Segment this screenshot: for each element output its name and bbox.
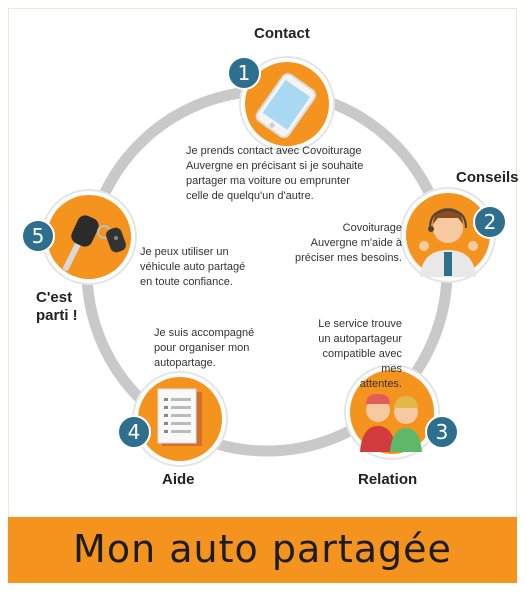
step-5-description: Je peux utiliser un véhicule auto partag… <box>140 245 245 290</box>
desc-line: pour organiser mon <box>154 342 250 354</box>
step-2-node: 2 <box>400 187 507 283</box>
document-icon <box>157 388 202 446</box>
step-2-title: Conseils <box>456 169 519 186</box>
desc-line: un autopartageur <box>318 333 402 345</box>
desc-line: véhicule auto partagé <box>140 261 246 273</box>
desc-line: partager ma voiture ou emprunter <box>186 175 350 187</box>
smartphone-icon <box>255 73 317 139</box>
desc-line: préciser mes besoins. <box>295 252 402 264</box>
people-icon <box>360 394 422 452</box>
desc-line: Je peux utiliser un <box>140 246 229 258</box>
step-1-description: Je prends contact avec Covoiturage Auver… <box>186 144 363 204</box>
desc-line: en toute confiance. <box>140 276 233 288</box>
banner-title: Mon auto partagée <box>73 527 452 571</box>
footer-banner: Mon auto partagée <box>8 517 517 583</box>
step-5-title-line: C'est <box>36 289 73 306</box>
step-2-description: Covoiturage Auvergne m'aide à préciser m… <box>282 221 402 266</box>
step-1-badge <box>227 56 261 90</box>
desc-line: celle de quelqu'un d'autre. <box>186 190 314 202</box>
step-5-title: C'est parti ! <box>36 289 78 325</box>
step-5-badge <box>21 219 55 253</box>
step-4-description: Je suis accompagné pour organiser mon au… <box>154 326 254 371</box>
desc-line: Auvergne en précisant si je souhaite <box>186 160 364 172</box>
desc-line: Je prends contact avec Covoiturage <box>186 145 362 157</box>
step-4-number: 4 <box>128 420 141 444</box>
step-2-number: 2 <box>484 210 497 234</box>
step-1-number: 1 <box>238 61 251 85</box>
desc-line: Le service trouve <box>318 318 402 330</box>
desc-line: Auvergne m'aide à <box>310 237 402 249</box>
step-5-node: 5 <box>21 189 137 285</box>
desc-line: Je suis accompagné <box>154 327 255 339</box>
step-3-badge <box>425 415 459 449</box>
step-1-title: Contact <box>254 25 310 42</box>
step-4-title: Aide <box>162 471 195 488</box>
step-4-node: 4 <box>117 371 228 467</box>
desc-line: compatible avec mes <box>322 348 403 375</box>
desc-line: attentes. <box>359 378 402 390</box>
step-1-node: 1 <box>227 56 335 152</box>
advisor-icon <box>419 208 478 277</box>
step-2-badge <box>473 205 507 239</box>
step-5-number: 5 <box>32 224 45 248</box>
step-4-badge <box>117 415 151 449</box>
step-5-title-line: parti ! <box>36 307 78 324</box>
desc-line: Covoiturage <box>342 222 402 234</box>
step-3-description: Le service trouve un autopartageur compa… <box>302 317 402 392</box>
step-3-title: Relation <box>358 471 418 488</box>
step-3-node: 3 <box>344 364 459 460</box>
desc-line: autopartage. <box>154 357 216 369</box>
step-3-number: 3 <box>436 420 449 444</box>
car-key-icon <box>63 215 126 271</box>
